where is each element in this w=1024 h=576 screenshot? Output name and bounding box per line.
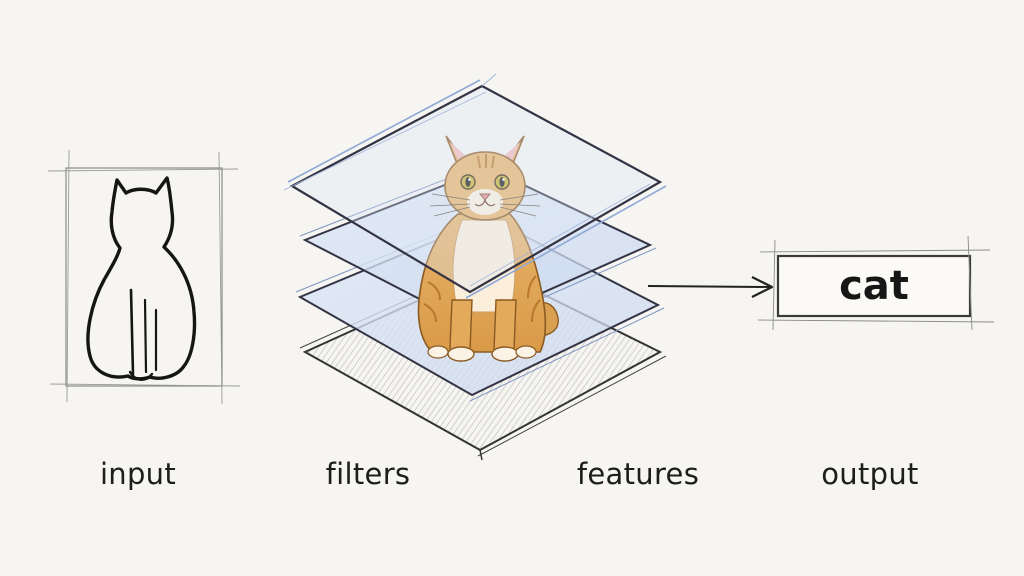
caption-features: features — [576, 457, 700, 491]
output-box — [757, 235, 995, 331]
filter-plane-1 — [283, 73, 667, 299]
caption-filters: filters — [325, 457, 411, 491]
output-arrow — [647, 276, 774, 298]
cat-silhouette-outline — [86, 176, 197, 381]
caption-output: output — [821, 457, 919, 491]
output-label: cat — [839, 263, 909, 309]
caption-input: input — [99, 457, 177, 491]
cat-illustration — [417, 135, 559, 362]
input-frame — [47, 149, 241, 405]
